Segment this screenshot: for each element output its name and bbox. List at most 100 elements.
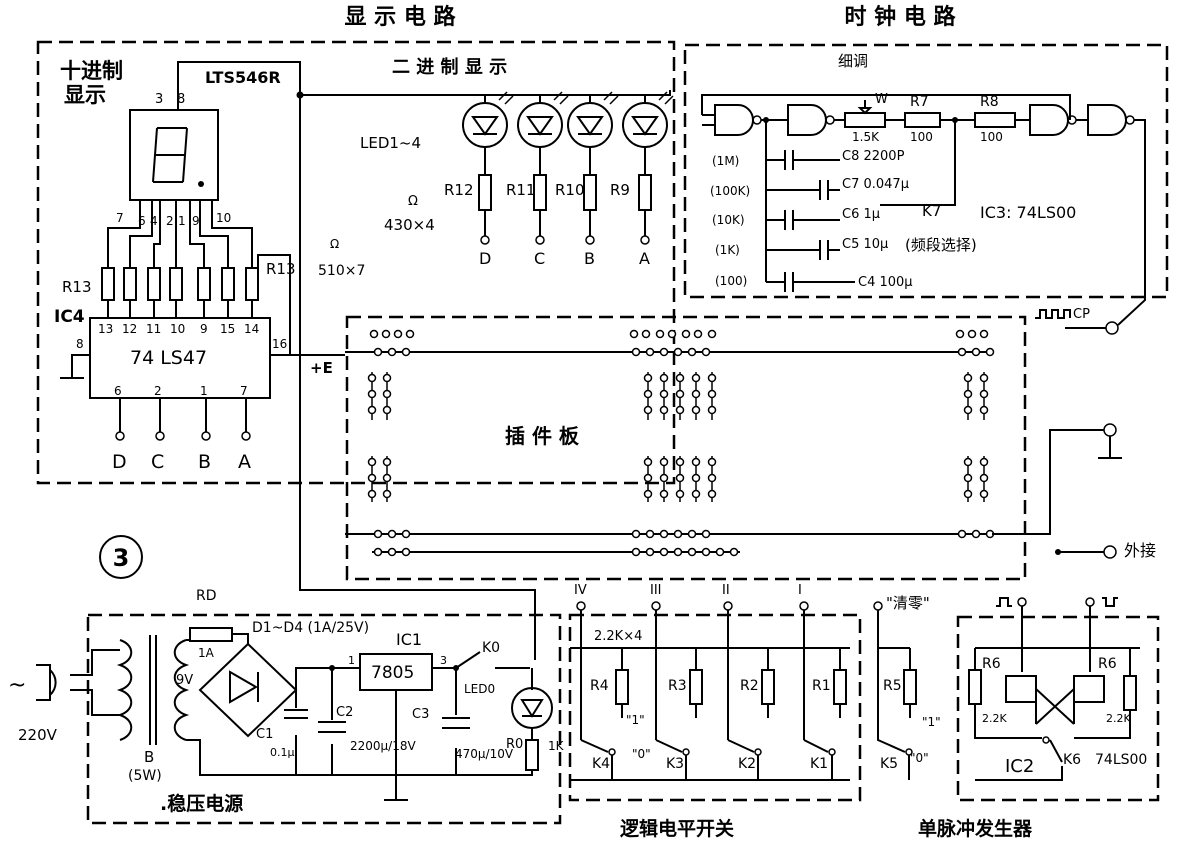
dec-pin-14: 14 — [244, 322, 259, 336]
ground-terminal[interactable] — [1103, 423, 1117, 437]
seg-pin-10: 10 — [216, 211, 231, 225]
c1-value: 0.1μ — [270, 746, 295, 759]
ground-icon — [60, 354, 90, 379]
digit-8-icon — [152, 127, 204, 187]
nand-gate-right — [1073, 675, 1105, 703]
decoder-input-d: D — [112, 451, 127, 473]
resistor-r8 — [974, 112, 1016, 128]
segment-resistor-value: 510×7 — [318, 263, 365, 279]
channel-i: I — [798, 583, 802, 598]
r8-value: 100 — [980, 130, 1003, 144]
k5-label: K5 — [880, 756, 898, 772]
capacitor-ladder — [765, 120, 956, 292]
clock-section-box — [683, 43, 1169, 299]
positive-pulse-terminal[interactable] — [1017, 597, 1027, 607]
negative-pulse-terminal[interactable] — [1085, 597, 1095, 607]
pulse-ic-type: 74LS00 — [1095, 752, 1147, 768]
decimal-display-label-1: 十进制 — [60, 59, 123, 83]
decimal-display-label-2: 显示 — [64, 83, 106, 107]
cap-c6: C6 1μ — [842, 207, 880, 222]
terminal-ground-icon — [1098, 436, 1122, 459]
regulator-ground — [384, 690, 408, 801]
mains-plug-icon — [36, 664, 51, 701]
ac-symbol: ~ — [8, 673, 26, 698]
pin-8: 8 — [177, 92, 185, 107]
cross-coupled-wires — [1035, 688, 1075, 725]
switch-k3: K3 — [666, 756, 684, 772]
r8-label: R8 — [980, 94, 999, 110]
display-supply-wire — [177, 61, 671, 110]
dec-pin-8: 8 — [76, 337, 84, 351]
r5-label: R5 — [883, 678, 902, 694]
decoder-ic-label: IC4 — [54, 307, 85, 327]
cp-terminal[interactable] — [1105, 321, 1119, 335]
dec-pin-16: 16 — [272, 337, 287, 351]
led0-label: LED0 — [464, 682, 495, 696]
r7-label: R7 — [910, 94, 929, 110]
resistor-r0 — [525, 739, 539, 771]
dec-pin-9: 9 — [200, 322, 208, 336]
cp-label: CP — [1073, 307, 1090, 322]
switch-level-1: "1" — [626, 713, 645, 727]
binary-r9: R9 — [610, 181, 630, 199]
c1-label: C1 — [256, 727, 273, 742]
segment-resistor-omega: Ω — [330, 237, 339, 251]
r6-right-label: R6 — [1098, 656, 1117, 672]
clock-pulse-icon — [1035, 309, 1071, 319]
seg-pin-9: 9 — [192, 214, 200, 228]
switch-r4: R4 — [590, 678, 609, 694]
logic-switch-box — [568, 613, 862, 802]
breadboard-columns — [367, 372, 989, 502]
r0-label: R0 — [506, 737, 523, 752]
power-led-icon — [511, 668, 553, 740]
switch-r3: R3 — [668, 678, 687, 694]
decoder-input-a: A — [238, 451, 251, 473]
freq-10k: (10K) — [712, 213, 745, 227]
binary-r11: R11 — [506, 181, 536, 199]
ground-bus-wire — [992, 429, 1105, 535]
switch-level-0: "0" — [632, 747, 651, 761]
display-section-title: 显 示 电 路 — [345, 4, 457, 30]
positive-pulse-icon — [996, 597, 1012, 607]
switch-terminals[interactable] — [576, 601, 809, 611]
external-terminal[interactable] — [1103, 545, 1117, 559]
clock-section-title: 时 钟 电 路 — [845, 4, 957, 30]
freq-1k: (1K) — [715, 243, 740, 257]
band-select-label: (频段选择) — [905, 236, 977, 254]
binary-input-b: B — [584, 249, 595, 268]
switch-k1: K1 — [810, 756, 828, 772]
nand-gate-left — [1005, 675, 1037, 703]
negative-pulse-icon — [1102, 597, 1118, 607]
toggle-switches[interactable] — [580, 739, 836, 780]
seg-pin-1: 1 — [178, 214, 186, 228]
switch-k4: K4 — [592, 756, 610, 772]
capacitor-c1 — [284, 709, 308, 719]
clear-level-1: "1" — [922, 715, 941, 729]
resistor-supply-wire — [257, 254, 291, 355]
cap-c5: C5 10μ — [842, 237, 888, 252]
clear-terminal[interactable] — [873, 601, 883, 611]
seven-segment-model: LTS546R — [205, 68, 281, 87]
transformer-label: B — [144, 748, 154, 766]
binary-r12: R12 — [444, 181, 474, 199]
regulator-pin-1: 1 — [348, 654, 355, 667]
breadboard-label: 插 件 板 — [505, 424, 580, 448]
dec-pin-11: 11 — [146, 322, 161, 336]
binary-r10: R10 — [555, 181, 585, 199]
regulator-ic-label: IC1 — [396, 630, 422, 649]
switch-k2: K2 — [738, 756, 756, 772]
pot-label: W — [875, 92, 888, 107]
c3-value: 470μ/10V — [455, 747, 514, 761]
fuse-value: 1A — [198, 646, 215, 660]
switch-wires — [570, 610, 850, 781]
c3-label: C3 — [412, 707, 429, 722]
segment-wires — [107, 200, 253, 268]
resistor-right-label: R13 — [266, 260, 296, 278]
logic-switch-title: 逻辑电平开关 — [620, 817, 734, 840]
led-b-icon — [567, 91, 619, 175]
regulator-pin-3: 3 — [440, 654, 447, 667]
led-d-icon — [462, 91, 514, 175]
regulator-model: 7805 — [371, 663, 414, 683]
channel-iv: IV — [574, 583, 587, 598]
